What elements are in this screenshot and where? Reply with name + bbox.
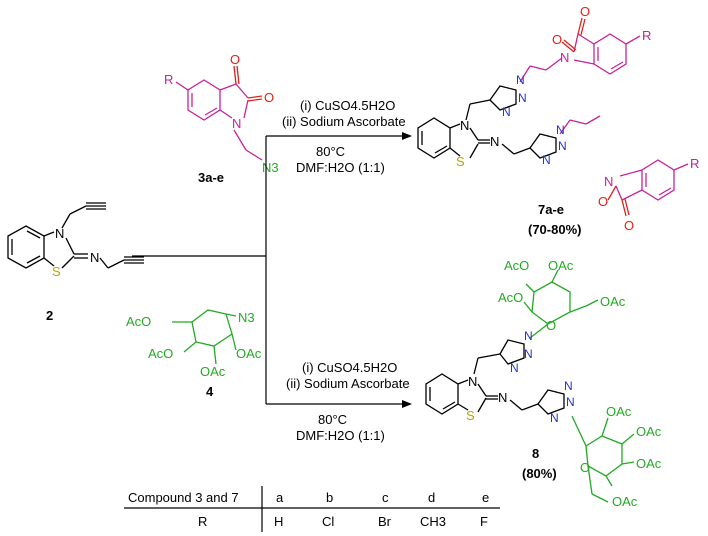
compound-3-n-atom: N: [232, 116, 241, 131]
compound-4-structure: [172, 309, 237, 365]
compound-7-triazole-1-n2: N: [518, 91, 527, 105]
table-val-b: Cl: [322, 514, 334, 529]
bottom-reagent-2: (ii) Sodium Ascorbate: [286, 376, 410, 391]
bottom-reaction-arrowhead: [402, 400, 412, 408]
compound-7-oxygen-4: O: [624, 218, 634, 233]
top-solvent: DMF:H2O (1:1): [296, 160, 385, 175]
reaction-branch-lines: [132, 135, 404, 405]
compound-2-imine-n-atom: N: [90, 250, 99, 265]
substituent-table: Compound 3 and 7 R a b c d e H Cl Br CH3…: [124, 486, 500, 532]
compound-7-triazole-2-n1: N: [556, 123, 565, 137]
compound-7-oxygen-1: O: [580, 4, 590, 19]
compound-7-r-group-1: R: [642, 28, 651, 43]
compound-2-n-atom: N: [55, 226, 64, 241]
compound-8-aco-2: AcO: [498, 290, 523, 305]
table-row-label: R: [198, 514, 207, 529]
bottom-solvent: DMF:H2O (1:1): [296, 428, 385, 443]
compound-8-s-atom: S: [466, 408, 475, 423]
top-reaction-arrowhead: [402, 132, 412, 140]
compound-7-triazole-1-n3: N: [502, 105, 511, 119]
compound-7-label: 7a-e: [538, 202, 564, 217]
compound-8-yield: (80%): [522, 466, 557, 481]
compound-7-s-atom: S: [456, 154, 465, 169]
bottom-temperature: 80°C: [318, 412, 347, 427]
bottom-reagent-1: (i) CuSO4.5H2O: [302, 360, 397, 375]
compound-7-oxygen-3: O: [598, 194, 608, 209]
table-col-e: e: [482, 490, 489, 505]
compound-7-r-group-2: R: [690, 156, 699, 171]
compound-2-s-atom: S: [52, 264, 61, 279]
compound-8-ring-o-1: O: [546, 318, 556, 333]
compound-8-sugars: [523, 269, 635, 503]
compound-8-core-structure: [425, 339, 565, 415]
compound-7-n-atom: N: [460, 118, 469, 133]
table-col-a: a: [276, 490, 284, 505]
table-col-c: c: [382, 490, 389, 505]
compound-8-n-atom: N: [468, 374, 477, 389]
compound-8-oac-3: OAc: [606, 404, 632, 419]
compound-7-imine-n: N: [490, 134, 499, 149]
compound-4-azide: N3: [238, 310, 255, 325]
top-temperature: 80°C: [316, 144, 345, 159]
compound-8-triazole-1-n2: N: [524, 347, 533, 361]
compound-7-core-structure: [417, 85, 557, 159]
compound-4-aco-top: AcO: [126, 314, 151, 329]
table-val-c: Br: [378, 514, 392, 529]
compound-7-triazole-2-n2: N: [558, 139, 567, 153]
table-col-d: d: [428, 490, 435, 505]
top-reagent-2: (ii) Sodium Ascorbate: [282, 114, 406, 129]
compound-4-oac-bottom: OAc: [200, 364, 226, 379]
compound-3-carbonyls: [233, 65, 263, 102]
compound-8-oac-2: OAc: [600, 294, 626, 309]
compound-4-oac-right: OAc: [236, 346, 262, 361]
compound-7-triazole-1-n1: N: [516, 73, 525, 87]
compound-3-oxygen-top: O: [230, 52, 240, 67]
compound-8-triazole-1-n1: N: [524, 329, 533, 343]
compound-8-oac-4: OAc: [636, 424, 662, 439]
compound-8-triazole-2-n3: N: [550, 411, 559, 425]
compound-3-structure: [175, 79, 263, 161]
top-reagent-1: (i) CuSO4.5H2O: [300, 98, 395, 113]
compound-3-label: 3a-e: [198, 170, 224, 185]
table-header-label: Compound 3 and 7: [128, 490, 239, 505]
compound-8-ring-o-2: O: [580, 460, 590, 475]
compound-8-oac-1: OAc: [548, 258, 574, 273]
compound-2-structure: [7, 202, 144, 269]
compound-8-oac-5: OAc: [636, 456, 662, 471]
compound-7-triazole-2-n3: N: [542, 153, 551, 167]
compound-4-aco-left: AcO: [148, 346, 173, 361]
compound-3-azide: N3: [262, 160, 279, 175]
table-val-d: CH3: [420, 514, 446, 529]
compound-8-label: 8: [532, 446, 539, 461]
compound-8-oac-6: OAc: [612, 494, 638, 509]
compound-8-triazole-2-n2: N: [566, 395, 575, 409]
compound-4-label: 4: [206, 384, 214, 399]
compound-8-imine-n: N: [498, 390, 507, 405]
table-val-a: H: [274, 514, 283, 529]
compound-7-isatin-n-1: N: [560, 50, 569, 65]
compound-8-triazole-1-n3: N: [510, 361, 519, 375]
compound-7-isatin-n-2: N: [604, 174, 613, 189]
compound-8-triazole-2-n1: N: [564, 379, 573, 393]
compound-7-oxygen-2: O: [552, 32, 562, 47]
compound-3-r-group: R: [164, 72, 173, 87]
table-val-e: F: [480, 514, 488, 529]
table-col-b: b: [326, 490, 333, 505]
compound-7-yield: (70-80%): [528, 222, 581, 237]
compound-8-aco-1: AcO: [504, 258, 529, 273]
compound-3-oxygen-right: O: [264, 90, 274, 105]
compound-7-carbonyls: [561, 17, 630, 217]
compound-2-label: 2: [46, 308, 53, 323]
compound-7-linkers: [519, 33, 689, 201]
